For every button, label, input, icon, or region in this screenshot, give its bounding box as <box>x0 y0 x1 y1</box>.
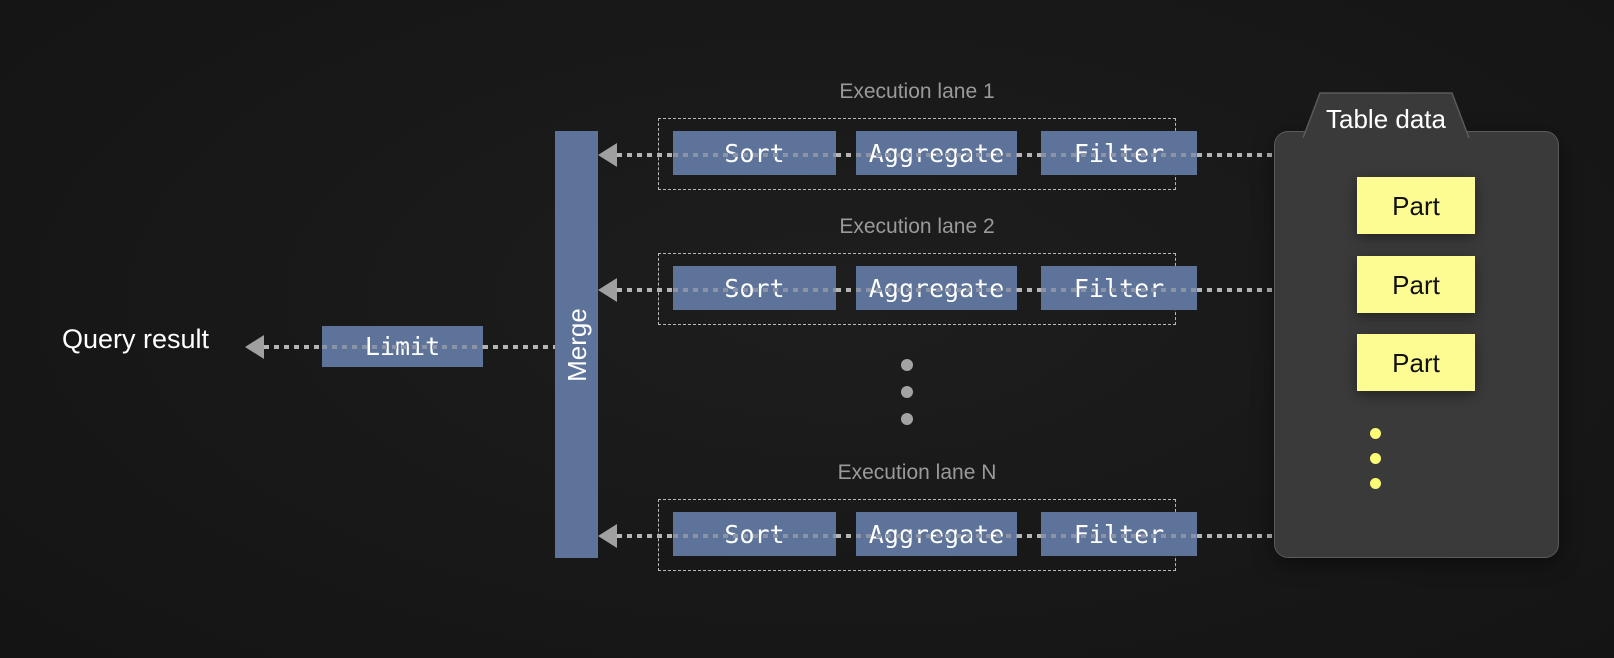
lane-label-2: Execution lane 2 <box>839 215 995 238</box>
connector-limit-to-result <box>264 345 322 349</box>
lane-vertical-ellipsis-icon <box>901 359 913 440</box>
connector-aggregate-to-sort-lane-2 <box>836 288 856 292</box>
operator-merge-label: Merge <box>561 307 592 382</box>
arrow-to-query-result-icon <box>245 335 264 359</box>
query-result-label: Query result <box>62 324 210 354</box>
arrow-lane-1-to-merge-icon <box>598 143 617 167</box>
connector-through-aggregate-lane-1 <box>856 153 1017 157</box>
connector-through-aggregate-lane-2 <box>856 288 1017 292</box>
connector-merge-to-limit <box>483 345 555 349</box>
part-box-2[interactable]: Part <box>1357 256 1475 313</box>
part-label: Part <box>1392 347 1440 378</box>
connector-table-to-lane-n <box>1197 534 1275 538</box>
part-box-1[interactable]: Part <box>1357 177 1475 234</box>
connector-through-filter-lane-1 <box>1041 153 1197 157</box>
part-label: Part <box>1392 190 1440 221</box>
connector-through-sort-lane-1 <box>673 153 836 157</box>
connector-lane-n-to-merge <box>617 534 673 538</box>
connector-aggregate-to-sort-lane-n <box>836 534 856 538</box>
connector-through-filter-lane-n <box>1041 534 1197 538</box>
connector-through-filter-lane-2 <box>1041 288 1197 292</box>
connector-through-sort-lane-n <box>673 534 836 538</box>
connector-through-sort-lane-2 <box>673 288 836 292</box>
connector-through-limit <box>322 345 483 349</box>
connector-filter-to-aggregate-lane-2 <box>1017 288 1041 292</box>
connector-lane-2-to-merge <box>617 288 673 292</box>
lane-label-n: Execution lane N <box>837 461 997 484</box>
part-box-3[interactable]: Part <box>1357 334 1475 391</box>
arrow-lane-2-to-merge-icon <box>598 278 617 302</box>
connector-filter-to-aggregate-lane-1 <box>1017 153 1041 157</box>
connector-table-to-lane-1 <box>1197 153 1275 157</box>
connector-aggregate-to-sort-lane-1 <box>836 153 856 157</box>
part-vertical-ellipsis-icon <box>1370 428 1381 503</box>
connector-through-aggregate-lane-n <box>856 534 1017 538</box>
connector-table-to-lane-2 <box>1197 288 1275 292</box>
connector-lane-1-to-merge <box>617 153 673 157</box>
operator-merge[interactable]: Merge <box>555 131 598 558</box>
table-data-title: Table data <box>1326 104 1446 134</box>
part-label: Part <box>1392 269 1440 300</box>
connector-filter-to-aggregate-lane-n <box>1017 534 1041 538</box>
lane-label-1: Execution lane 1 <box>839 80 995 103</box>
arrow-lane-n-to-merge-icon <box>598 524 617 548</box>
